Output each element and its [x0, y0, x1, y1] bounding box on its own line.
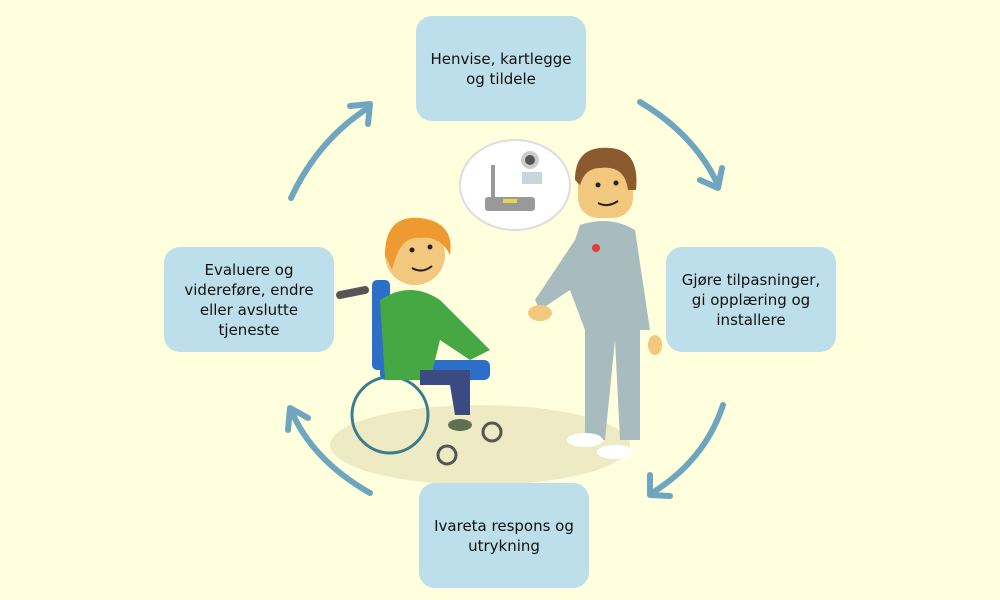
arrow-left-top	[288, 101, 373, 201]
step-label: Henvise, kartlegge og tildele	[430, 49, 572, 88]
people-illustration	[330, 139, 662, 485]
step-label: Evaluere og videreføre, endre eller avsl…	[184, 260, 314, 339]
wheelchair-user	[336, 217, 503, 466]
speech-bubble	[459, 139, 571, 231]
router-icon	[485, 197, 535, 211]
step-label: Gjøre tilpasninger, gi opplæring og inst…	[681, 270, 821, 329]
step-adapt-train-install: Gjøre tilpasninger, gi opplæring og inst…	[666, 247, 836, 352]
caregiver	[528, 147, 662, 459]
arrow-bottom-left	[285, 405, 373, 496]
step-refer-assess-assign: Henvise, kartlegge og tildele	[416, 16, 586, 121]
step-response: Ivareta respons og utrykning	[419, 483, 589, 588]
step-evaluate: Evaluere og videreføre, endre eller avsl…	[164, 247, 334, 352]
step-label: Ivareta respons og utrykning	[434, 516, 574, 555]
arrow-top-right	[637, 99, 725, 191]
arrow-right-bottom	[647, 402, 726, 499]
